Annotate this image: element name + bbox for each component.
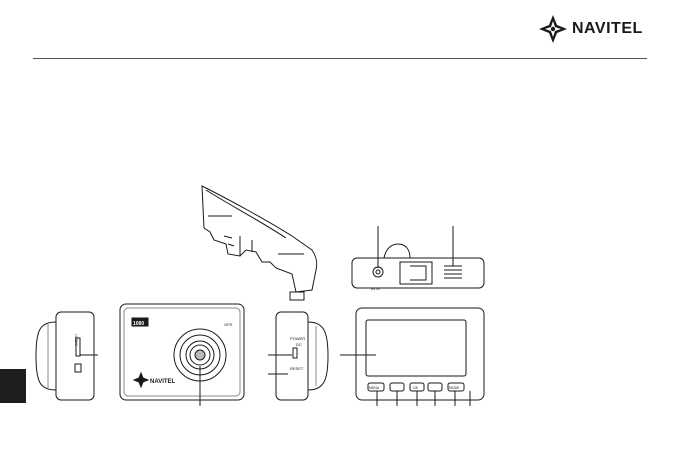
power-label: POWER [290, 336, 305, 341]
menu-button-label: MENU [369, 386, 380, 390]
rear-view [340, 307, 485, 406]
dc-port-label: DC [296, 342, 302, 347]
header-divider [33, 58, 647, 59]
side-view-left [35, 311, 98, 401]
brand-name: NAVITEL [572, 20, 643, 37]
resolution-badge: 1080 [133, 321, 144, 327]
ok-button-label: OK [413, 386, 419, 390]
navitel-logo: NAVITEL [538, 14, 643, 44]
mode-button-label: MODE [449, 386, 460, 390]
reset-label: RESET [290, 366, 304, 371]
front-logo-text: NAVITEL [150, 379, 176, 385]
usb-port-label: USB/0 [74, 334, 79, 346]
windshield-mount [201, 185, 318, 301]
side-view-right [268, 311, 329, 401]
av-in-label: AV IN [371, 287, 380, 291]
page-side-tab [0, 369, 26, 403]
front-view [119, 303, 245, 406]
top-view [351, 226, 485, 289]
gps-label: GPS [224, 322, 233, 327]
navitel-star-icon [539, 15, 567, 43]
